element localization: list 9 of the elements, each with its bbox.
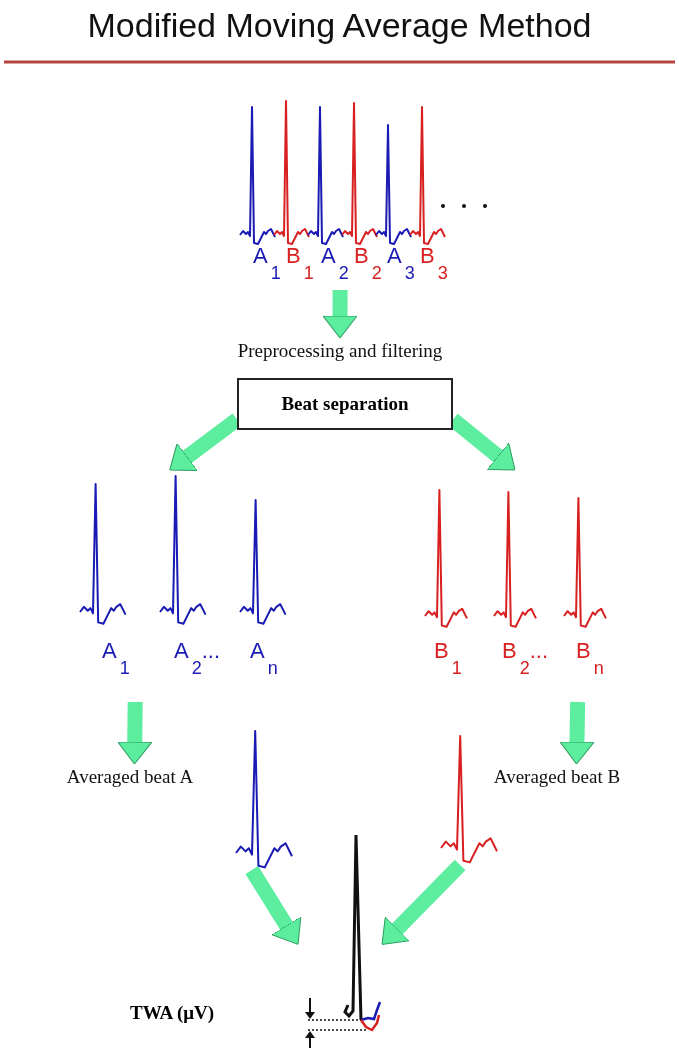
process-label: Beat separation (280, 393, 410, 415)
step-label: Preprocessing and filtering (236, 341, 444, 360)
step-label: Averaged beat A (65, 767, 195, 786)
arrow (559, 701, 595, 765)
arrow (117, 701, 153, 765)
title: Modified Moving Average Method (86, 6, 593, 45)
arrow (322, 290, 358, 339)
measure-label: TWA (μV) (130, 1003, 215, 1022)
step-label: Averaged beat B (492, 767, 622, 786)
